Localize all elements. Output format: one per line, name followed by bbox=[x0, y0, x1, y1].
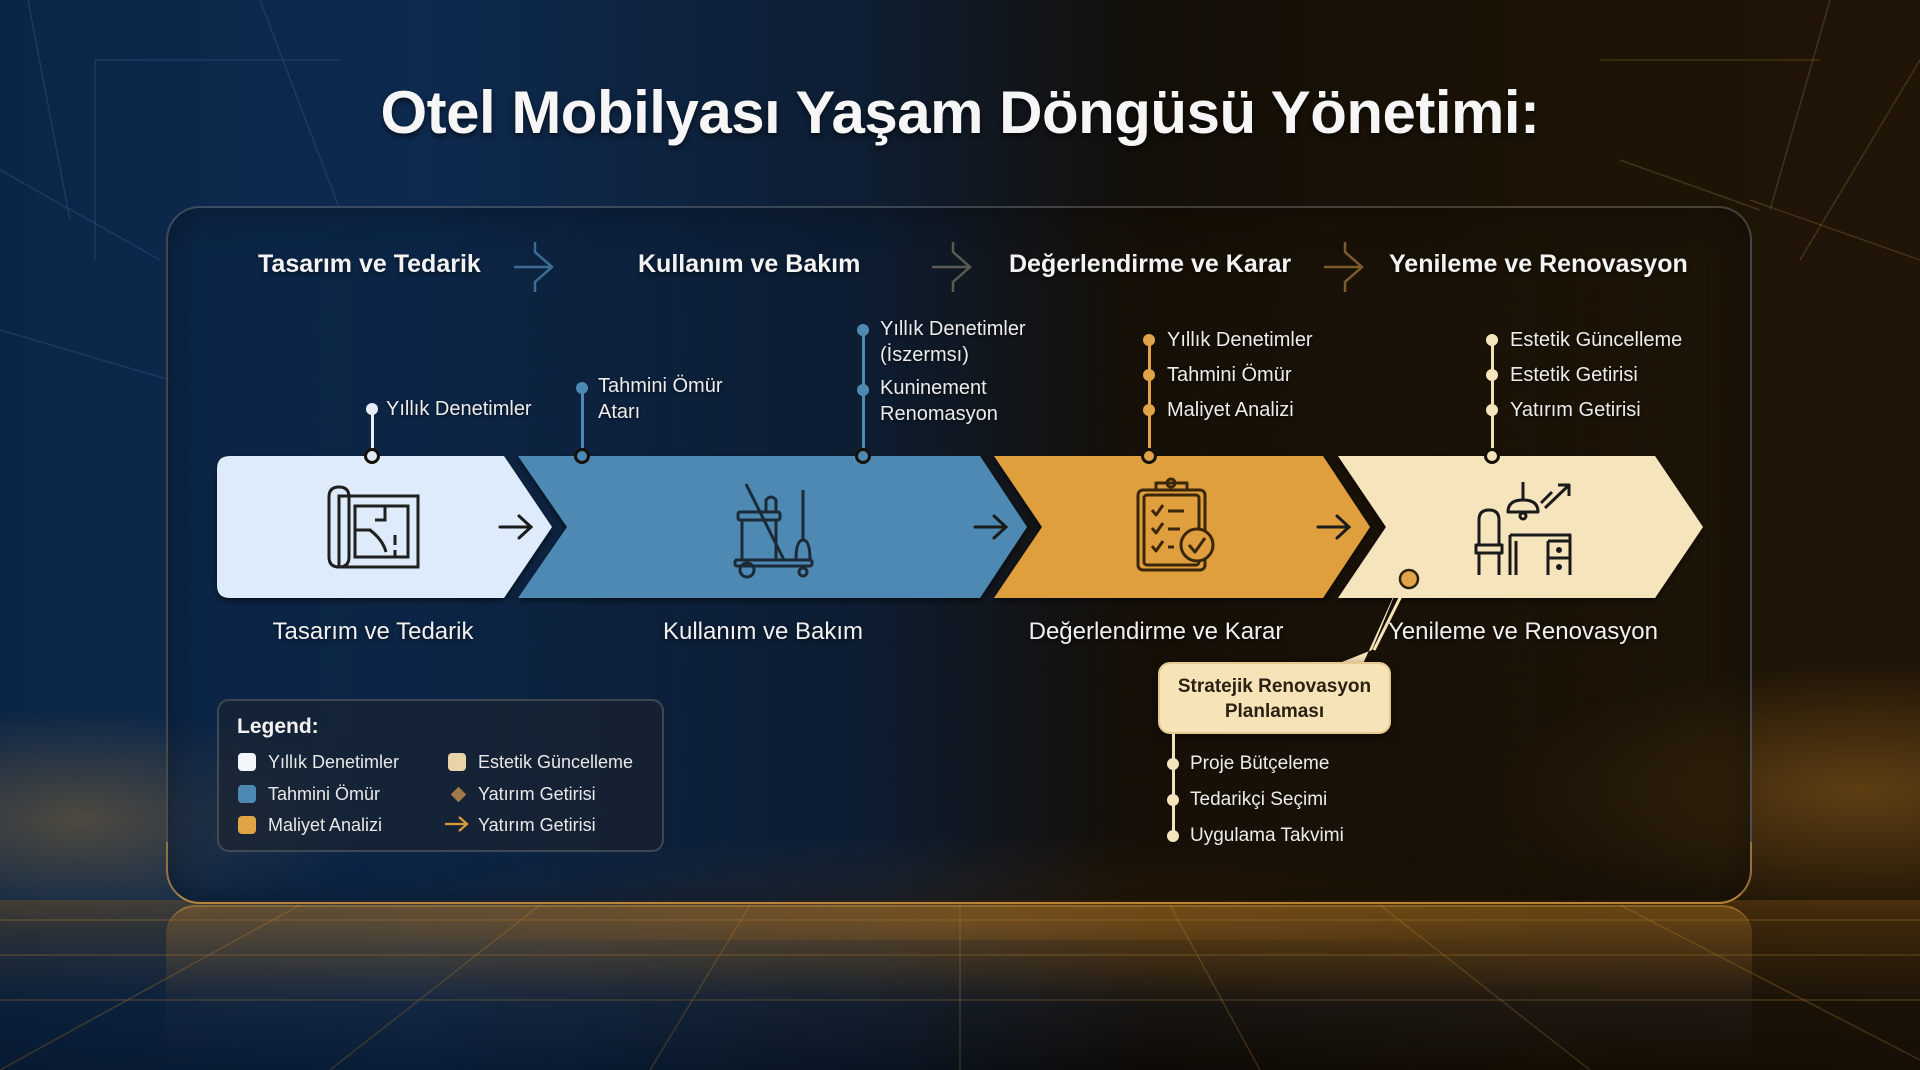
sublist-item: Tedarikçi Seçimi bbox=[1190, 789, 1328, 810]
annotation-dot bbox=[857, 384, 869, 396]
annotation-item: Atarı bbox=[598, 401, 641, 423]
annotation-dot bbox=[1143, 369, 1155, 381]
annotation-dot bbox=[857, 324, 869, 336]
sublist-dot bbox=[1167, 758, 1179, 770]
header-arrow-icon bbox=[514, 242, 554, 292]
sublist-item: Proje Bütçeleme bbox=[1190, 753, 1330, 774]
annotation-item: Renomasyon bbox=[880, 403, 998, 425]
annotation-dot bbox=[1143, 404, 1155, 416]
annotation-dot bbox=[366, 403, 378, 415]
legend-item: Tahmini Ömür bbox=[238, 784, 380, 805]
annotation-dot bbox=[576, 382, 588, 394]
annotation-dot bbox=[1486, 404, 1498, 416]
annotation-stem bbox=[1148, 340, 1151, 456]
phase-label-evaluation: Değerlendirme ve Karar bbox=[1028, 618, 1284, 645]
annotation-item: Tahmini Ömür bbox=[1167, 364, 1292, 386]
annotation-anchor bbox=[855, 448, 871, 464]
annotation-item: Yıllık Denetimler bbox=[880, 318, 1026, 340]
annotation-item: Kuninement bbox=[880, 377, 987, 399]
annotation-item: Estetik Güncelleme bbox=[1510, 329, 1683, 351]
annotation-anchor bbox=[1484, 448, 1500, 464]
sublist-stem bbox=[1172, 734, 1175, 840]
blueprint-icon bbox=[327, 485, 420, 569]
legend-swatch-white bbox=[238, 753, 256, 771]
arrow-right-icon bbox=[445, 816, 469, 832]
legend-title: Legend: bbox=[237, 715, 319, 738]
annotation-anchor bbox=[574, 448, 590, 464]
annotation-stem bbox=[581, 388, 584, 456]
cleaning-cart-icon bbox=[733, 483, 814, 579]
chevron-phase-3 bbox=[994, 456, 1370, 598]
furniture-upgrade-icon bbox=[1474, 482, 1572, 575]
sublist-item: Uygulama Takvimi bbox=[1190, 825, 1344, 846]
phase-header-evaluation: Değerlendirme ve Karar bbox=[1009, 250, 1292, 278]
phase-label-usage: Kullanım ve Bakım bbox=[662, 618, 864, 645]
callout-anchor-dot bbox=[1398, 568, 1420, 590]
legend-item: Yatırım Getirisi bbox=[445, 815, 596, 836]
legend-item: Estetik Güncelleme bbox=[448, 752, 633, 773]
annotation-anchor bbox=[364, 448, 380, 464]
chevron-phase-4 bbox=[1338, 456, 1703, 598]
legend-item: Yıllık Denetimler bbox=[238, 752, 399, 773]
sublist-dot bbox=[1167, 794, 1179, 806]
phase-header-usage: Kullanım ve Bakım bbox=[638, 250, 861, 278]
callout-title-line1: Stratejik Renovasyon bbox=[1177, 676, 1372, 697]
legend-swatch-cream bbox=[448, 753, 466, 771]
legend-swatch-blue bbox=[238, 785, 256, 803]
annotation-item: (İszermsı) bbox=[880, 344, 969, 366]
header-arrow-icon bbox=[1324, 242, 1364, 292]
header-arrow-icon bbox=[932, 242, 972, 292]
flow-arrow-icon bbox=[973, 514, 1009, 540]
page-title: Otel Mobilyası Yaşam Döngüsü Yönetimi: bbox=[380, 79, 1540, 146]
legend-item: Yatırım Getirisi bbox=[450, 784, 596, 805]
phase-header-renovation: Yenileme ve Renovasyon bbox=[1389, 250, 1688, 278]
phase-label-renovation: Yenileme ve Renovasyon bbox=[1388, 618, 1658, 645]
annotation-dot bbox=[1486, 369, 1498, 381]
strategic-renovation-callout: Stratejik Renovasyon Planlaması bbox=[1158, 662, 1391, 734]
flow-arrow-icon bbox=[1316, 514, 1352, 540]
annotation-item: Yatırım Getirisi bbox=[1510, 399, 1641, 421]
legend-swatch-orange bbox=[238, 816, 256, 834]
annotation-stem bbox=[1491, 340, 1494, 456]
annotation-item: Tahmini Ömür bbox=[598, 375, 723, 397]
diamond-icon bbox=[450, 786, 467, 803]
phase-header-design: Tasarım ve Tedarik bbox=[258, 250, 481, 278]
annotation-stem bbox=[371, 410, 374, 456]
chevron-phase-1 bbox=[217, 456, 552, 598]
chevron-phase-2 bbox=[518, 456, 1027, 598]
annotation-item: Yıllık Denetimler bbox=[1167, 329, 1313, 351]
checklist-icon bbox=[1136, 477, 1215, 572]
legend: Legend: Yıllık Denetimler Tahmini Ömür M… bbox=[217, 699, 664, 852]
annotation-dot bbox=[1486, 334, 1498, 346]
annotation-item: Yıllık Denetimler bbox=[386, 398, 532, 420]
annotation-anchor bbox=[1141, 448, 1157, 464]
legend-item: Maliyet Analizi bbox=[238, 815, 382, 836]
annotation-item: Maliyet Analizi bbox=[1167, 399, 1294, 421]
sublist-dot bbox=[1167, 830, 1179, 842]
annotation-item: Estetik Getirisi bbox=[1510, 364, 1638, 386]
phase-label-design: Tasarım ve Tedarik bbox=[272, 618, 474, 645]
annotation-dot bbox=[1143, 334, 1155, 346]
callout-title-line2: Planlaması bbox=[1224, 701, 1325, 722]
flow-arrow-icon bbox=[498, 514, 534, 540]
